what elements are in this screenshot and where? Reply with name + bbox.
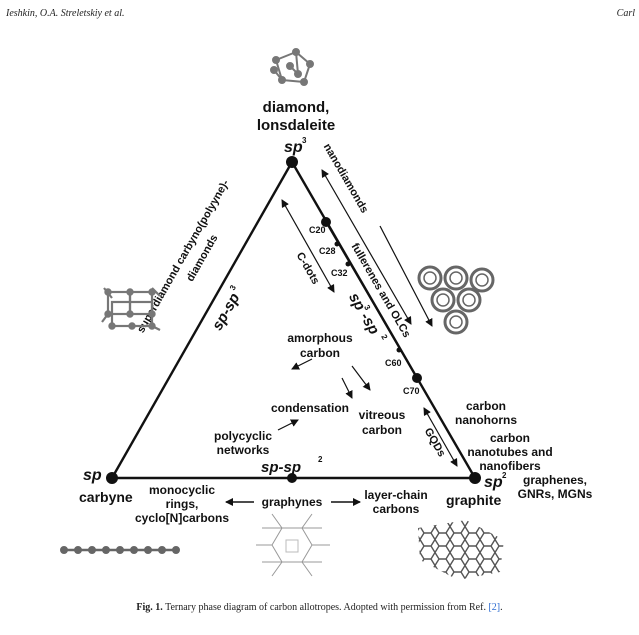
inner-hyb-sp: sp — [345, 290, 368, 314]
vertex-dot-left — [106, 472, 118, 484]
fullerene-label-c70: C70 — [403, 386, 420, 396]
vertex-right-label: graphite — [446, 492, 501, 508]
graphenes-label-2: GNRs, MGNs — [518, 487, 593, 501]
polycyclic-label-2: networks — [217, 443, 270, 457]
cdots-arrow — [281, 199, 335, 293]
cdots-label: C-dots — [294, 250, 322, 286]
nanotubes-label-1: carbon — [490, 431, 530, 445]
graphene-lattice-icon — [418, 520, 504, 580]
nanotubes-label-2: nanotubes and — [467, 445, 552, 459]
vertex-left-hyb: sp — [83, 467, 102, 484]
amorphous-arrow-down — [351, 365, 371, 391]
caption-text: Ternary phase diagram of carbon allotrop… — [162, 602, 489, 613]
vertex-right-hyb: sp — [484, 474, 503, 491]
vertex-top-hyb-sup: 3 — [302, 136, 307, 145]
fullerene-label-c20: C20 — [309, 225, 326, 235]
inner-hyb-sup-1: 3 — [362, 303, 372, 312]
carbyne-chain-icon — [60, 546, 180, 554]
diamond-molecule-icon — [270, 48, 314, 86]
right-edge-arrow — [321, 169, 412, 325]
fullerene-label-c60: C60 — [385, 358, 402, 368]
bottom-edge-hyb: sp-sp — [261, 459, 301, 476]
fullerene-label-c32: C32 — [331, 268, 348, 278]
vertex-top-label-2: lonsdaleite — [257, 117, 335, 134]
polycyclic-arrow — [277, 419, 299, 431]
layer-chain-label-2: carbons — [373, 502, 420, 516]
condensation-arrow-in — [341, 377, 353, 399]
monocyclic-label-3: cyclo[N]carbons — [135, 511, 229, 525]
caption-end: . — [500, 602, 503, 613]
right-edge-arrow-2 — [379, 225, 433, 327]
monocyclic-label-1: monocyclic — [149, 483, 215, 497]
ternary-phase-diagram: diamond, lonsdaleite sp 3 sp carbyne sp … — [60, 48, 593, 580]
onion-like-carbon-icon — [417, 265, 495, 335]
inner-hyb-sup-2: 2 — [379, 333, 389, 342]
vitreous-label-1: vitreous — [359, 408, 406, 422]
triangle-frame — [110, 161, 477, 480]
vertex-top-label-1: diamond, — [263, 99, 330, 116]
vertex-top-hyb: sp — [284, 139, 303, 156]
caption-ref-link[interactable]: [2] — [488, 602, 501, 613]
nanotubes-label-3: nanofibers — [479, 459, 541, 473]
fullerene-label-c28: C28 — [319, 246, 336, 256]
fullerene-dot-c60 — [396, 347, 402, 353]
running-header-right: Carl — [616, 8, 635, 19]
graphenes-label-1: graphenes, — [523, 473, 587, 487]
bottom-edge-hyb-sup: 2 — [318, 455, 323, 464]
graphyne-network-icon — [256, 513, 330, 577]
vitreous-label-2: carbon — [362, 423, 402, 437]
amorphous-arrow-left — [291, 358, 313, 370]
nanohorns-label-1: carbon — [466, 399, 506, 413]
figure-caption: Fig. 1. Ternary phase diagram of carbon … — [0, 602, 639, 613]
monocyclic-label-2: rings, — [166, 497, 199, 511]
edge-dot-bottom — [287, 473, 297, 483]
graphynes-label: graphynes — [262, 495, 323, 509]
amorphous-label-1: amorphous — [287, 331, 353, 345]
nanohorns-label-2: nanohorns — [455, 413, 517, 427]
left-edge-hyb-sup: 3 — [228, 283, 238, 292]
amorphous-label-2: carbon — [300, 346, 340, 360]
layer-chain-label-1: layer-chain — [364, 488, 427, 502]
condensation-label: condensation — [271, 401, 349, 415]
vertex-dot-top — [286, 156, 298, 168]
vertex-left-label: carbyne — [79, 489, 133, 505]
fullerene-dot-c70 — [412, 373, 422, 383]
gqds-arrow — [423, 407, 458, 467]
vertex-dot-right — [469, 472, 481, 484]
fullerene-dot-c32 — [345, 261, 351, 267]
polycyclic-label-1: polycyclic — [214, 429, 272, 443]
running-header-authors: Ieshkin, O.A. Streletskiy et al. — [6, 8, 125, 19]
right-edge-nanodiamonds: nanodiamonds — [321, 142, 371, 216]
vertex-right-hyb-sup: 2 — [502, 471, 507, 480]
caption-label: Fig. 1. — [136, 602, 163, 613]
lonsdaleite-lattice-icon — [101, 287, 161, 331]
